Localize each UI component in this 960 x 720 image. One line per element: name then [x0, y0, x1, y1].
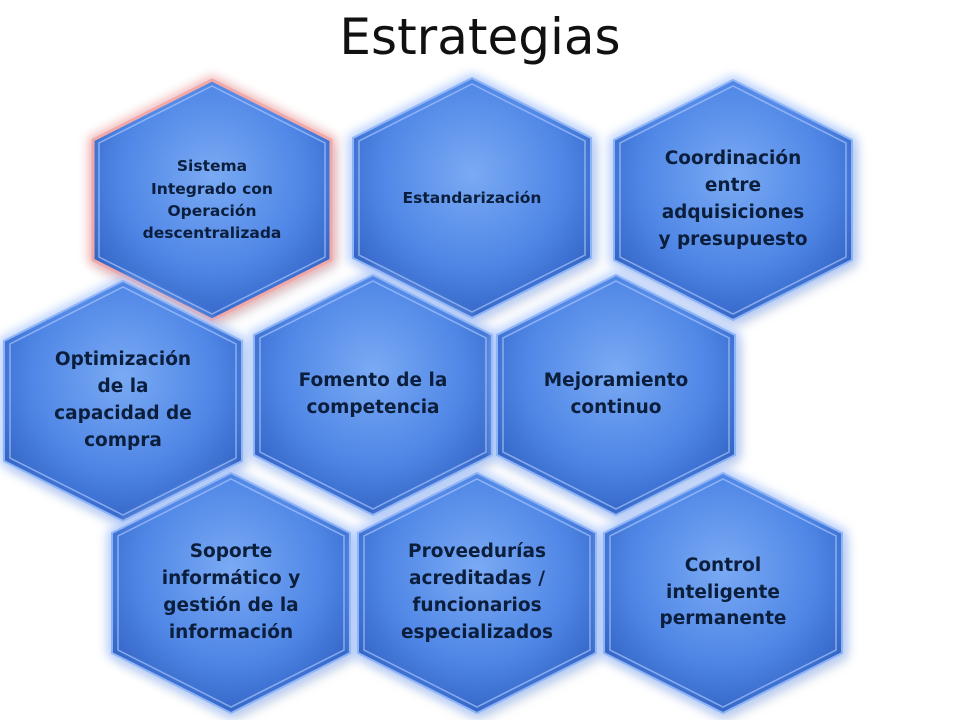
hexagon-inner-edge: [117, 478, 345, 708]
hexagon-face: [3, 279, 243, 523]
hexagon-face: [352, 76, 592, 320]
hexagon-face: [603, 471, 843, 715]
hexagon-control[interactable]: [599, 468, 847, 719]
page-title: Estrategias: [339, 8, 621, 66]
hexagon-inner-edge: [619, 85, 847, 315]
hexagon-inner-edge: [98, 85, 326, 315]
hexagon-sistema-integrado[interactable]: [88, 75, 336, 326]
hexagon-mejoramiento[interactable]: [492, 270, 740, 521]
hexagon-estandarizacion[interactable]: [348, 73, 596, 324]
hexagon-coordinacion[interactable]: [609, 75, 857, 326]
hexagon-face: [613, 78, 853, 322]
hexagon-inner-edge: [259, 280, 487, 510]
hexagon-inner-edge: [358, 83, 586, 313]
hexagon-face: [111, 471, 351, 715]
hexagon-inner-edge: [363, 478, 591, 708]
hexagon-face: [91, 78, 333, 322]
hexagon-soporte[interactable]: [107, 468, 355, 719]
hexagon-inner-edge: [502, 280, 730, 510]
hexagon-face: [496, 273, 736, 517]
hexagon-face: [357, 471, 597, 715]
hexagon-inner-edge: [609, 478, 837, 708]
hexagon-optimizacion[interactable]: [0, 276, 247, 527]
hexagon-inner-edge: [9, 286, 237, 516]
hexagon-proveedurias[interactable]: [353, 468, 601, 719]
hexagon-fomento[interactable]: [249, 270, 497, 521]
